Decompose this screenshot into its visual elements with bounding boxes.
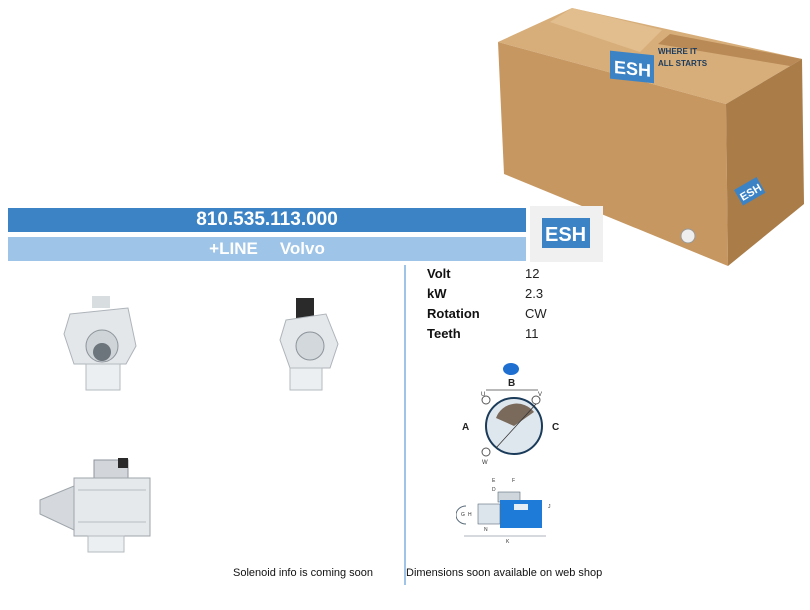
- diagram-label-v: V: [538, 392, 542, 398]
- dimensions-caption: Dimensions soon available on web shop: [406, 567, 603, 579]
- section-divider: [404, 265, 406, 585]
- diagram-label-a: A: [462, 422, 469, 433]
- part-number: 810.535.113.000: [196, 209, 338, 230]
- spec-label: kW: [427, 286, 447, 301]
- diagram-label-e: E: [492, 478, 496, 484]
- product-line-bar: +LINE Volvo: [8, 237, 526, 261]
- diagram-label-b: B: [508, 378, 515, 389]
- spec-row-rotation: Rotation CW: [427, 304, 607, 324]
- vehicle-make: Volvo: [279, 239, 325, 258]
- brand-logo: ESH: [530, 206, 603, 262]
- flange-diagram: B A C U V W: [462, 363, 559, 466]
- esh-logo-icon: ESH: [542, 218, 590, 248]
- spec-table: Volt 12 kW 2.3 Rotation CW Teeth 11: [427, 264, 607, 344]
- box-slogan-line2: ALL STARTS: [658, 59, 708, 68]
- svg-text:ESH: ESH: [614, 57, 651, 81]
- box-slogan-line1: WHERE IT: [658, 47, 697, 56]
- spec-row-kw: kW 2.3: [427, 284, 607, 304]
- diagram-label-h: H: [468, 512, 472, 518]
- diagram-label-u: U: [481, 392, 485, 398]
- spec-value: 2.3: [525, 286, 544, 301]
- dimension-diagram: E F D G H J N K: [456, 478, 551, 545]
- esh-logo-icon: ESH: [610, 50, 654, 84]
- cardboard-box-image: ESH WHERE IT ALL STARTS ESH: [498, 8, 804, 266]
- spec-label: Teeth: [427, 326, 461, 341]
- spec-value: CW: [525, 306, 547, 321]
- diagram-label-f: F: [512, 478, 515, 484]
- diagram-label-d: D: [492, 487, 496, 493]
- spec-row-volt: Volt 12: [427, 264, 607, 284]
- spec-label: Volt: [427, 266, 451, 281]
- spec-row-teeth: Teeth 11: [427, 324, 607, 344]
- diagram-label-w: W: [482, 460, 488, 466]
- spec-value: 11: [525, 326, 539, 341]
- spec-value: 12: [525, 266, 540, 281]
- starter-motor-front-image: [63, 296, 137, 391]
- diagram-label-c: C: [552, 422, 559, 433]
- starter-motor-rear-image: [279, 298, 339, 391]
- starter-motor-side-image: [39, 458, 151, 553]
- diagram-label-n: N: [484, 527, 488, 533]
- svg-text:ESH: ESH: [545, 224, 586, 246]
- diagram-label-k: K: [506, 539, 510, 545]
- diagram-label-g: G: [461, 512, 465, 518]
- diagram-label-j: J: [548, 504, 551, 510]
- solenoid-caption: Solenoid info is coming soon: [233, 567, 374, 579]
- spec-label: Rotation: [427, 306, 480, 321]
- product-line: +LINE: [209, 239, 258, 258]
- part-number-bar: 810.535.113.000: [8, 208, 526, 232]
